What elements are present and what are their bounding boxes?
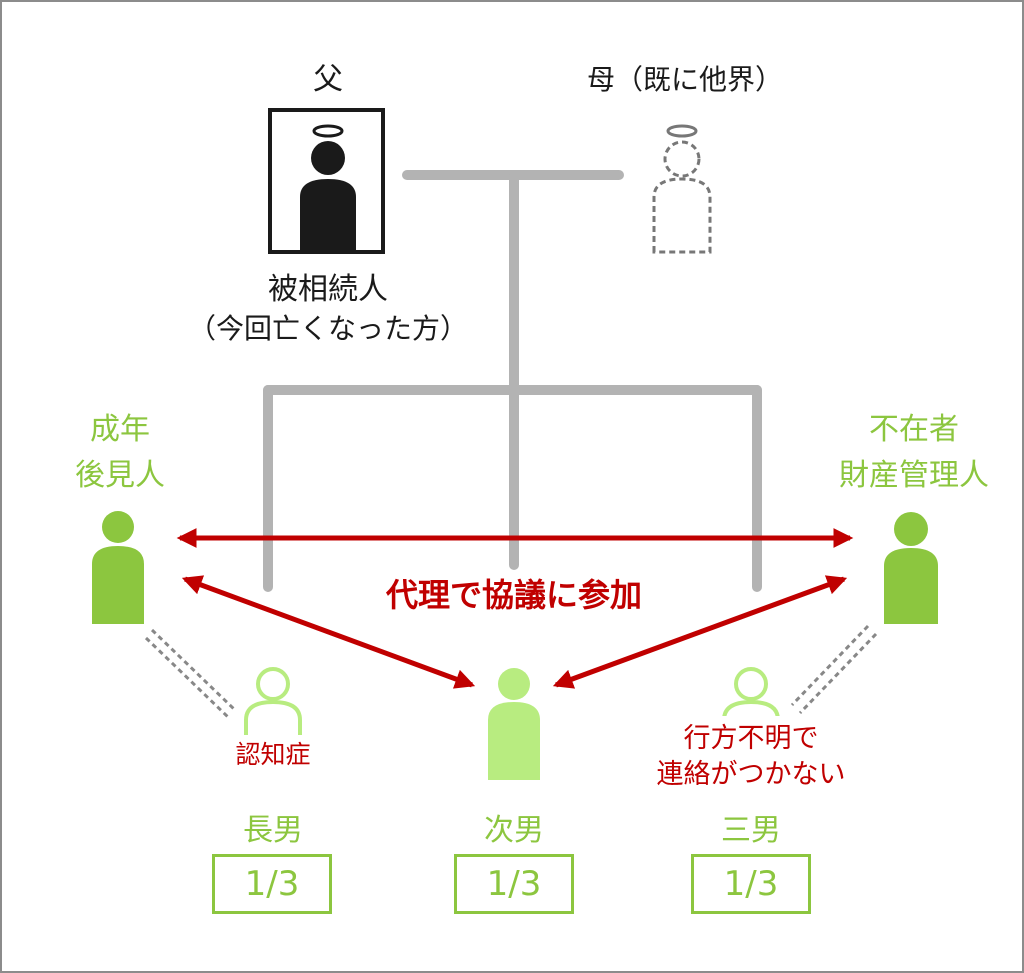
third-son-share: 1/3 bbox=[691, 854, 811, 914]
halo-icon bbox=[666, 124, 698, 138]
father-portrait bbox=[268, 108, 385, 254]
second-son-label: 次男 bbox=[484, 813, 544, 848]
arrow-manager-second-son bbox=[552, 575, 848, 689]
third-son-note-line2: 連絡がつかない bbox=[656, 759, 846, 790]
mother-figure bbox=[652, 124, 712, 254]
third-son-note-line1: 行方不明で bbox=[681, 716, 821, 755]
eldest-son-label: 長男 bbox=[243, 813, 303, 848]
halo-icon bbox=[312, 124, 344, 138]
guardian-figure bbox=[92, 511, 144, 624]
manager-label-line1: 不在者 bbox=[869, 412, 959, 447]
share-value: 1/3 bbox=[244, 864, 300, 904]
father-label: 父 bbox=[313, 62, 343, 97]
share-value: 1/3 bbox=[723, 864, 779, 904]
guardian-link bbox=[144, 628, 236, 719]
proxy-arrows bbox=[176, 528, 854, 689]
mother-label: 母（既に他界） bbox=[586, 63, 784, 96]
second-son-figure bbox=[488, 668, 540, 780]
eldest-son-note: 認知症 bbox=[233, 735, 313, 771]
share-value: 1/3 bbox=[486, 864, 542, 904]
manager-label-line2: 財産管理人 bbox=[839, 458, 989, 493]
guardian-label-line1: 成年 bbox=[90, 412, 150, 447]
guardian-label-line2: 後見人 bbox=[75, 458, 165, 493]
decedent-note: （今回亡くなった方） bbox=[187, 312, 469, 345]
manager-link bbox=[790, 624, 878, 715]
decedent-label: 被相続人 bbox=[268, 272, 388, 307]
proxy-note: 代理で協議に参加 bbox=[385, 576, 643, 614]
family-tree-lines bbox=[263, 170, 762, 592]
eldest-son-share: 1/3 bbox=[212, 854, 332, 914]
third-son-label: 三男 bbox=[721, 813, 781, 848]
second-son-share: 1/3 bbox=[454, 854, 574, 914]
arrow-guardian-second-son bbox=[181, 575, 476, 689]
absentee-manager-figure bbox=[884, 512, 938, 624]
